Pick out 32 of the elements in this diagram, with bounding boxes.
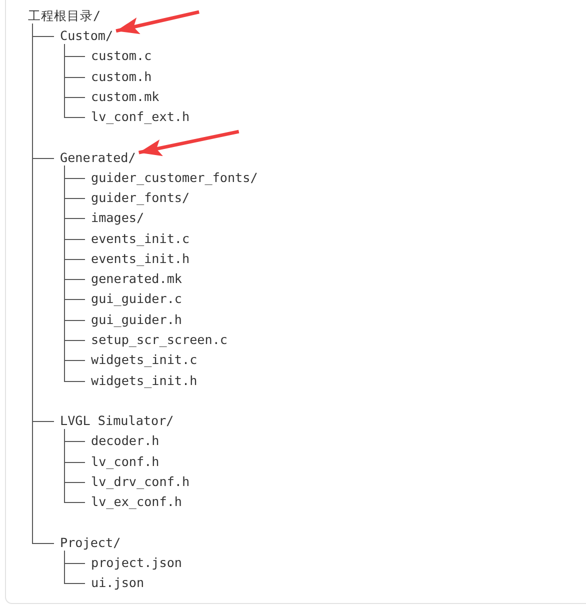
tree-entry: Custom/ [60, 28, 114, 44]
tree-entry: lv_drv_conf.h [91, 474, 190, 490]
branch-line [64, 428, 86, 503]
tree-entry: guider_fonts/ [91, 190, 190, 206]
tree-entry: 工程根目录/ [28, 8, 101, 24]
tree-entry: events_init.c [91, 230, 190, 247]
tree-entry: gui_guider.c [91, 291, 182, 308]
arrow [116, 10, 200, 34]
tree-entry: lv_conf_ext.h [91, 109, 190, 126]
tree-entry: generated.mk [91, 271, 182, 288]
tree-entry: lv_ex_conf.h [91, 494, 182, 510]
tree-entry: custom.h [91, 68, 152, 84]
branch-line [64, 43, 86, 118]
tree-entry: gui_guider.h [91, 312, 182, 328]
tree-entry: project.json [91, 554, 182, 571]
tree-entry: events_init.h [91, 250, 190, 267]
tree-entry: LVGL Simulator/ [60, 413, 174, 430]
tree-entry: widgets_init.c [91, 352, 198, 368]
tree-entry: setup_scr_screen.c [91, 332, 228, 348]
tree-entry: guider_customer_fonts/ [91, 170, 258, 186]
tree-entry: images/ [91, 210, 144, 226]
tree-entry: custom.mk [91, 88, 160, 105]
tree-entry: Project/ [60, 534, 121, 551]
tree-entry: decoder.h [91, 433, 160, 450]
tree-entry: widgets_init.h [91, 372, 198, 389]
tree-entry: ui.json [91, 575, 144, 592]
tree-entry: lv_conf.h [91, 454, 160, 470]
branch-line [64, 550, 86, 584]
arrow [138, 130, 240, 156]
tree-entry: custom.c [91, 48, 152, 64]
branch-line [32, 23, 54, 544]
tree-entry: Generated/ [60, 150, 136, 166]
